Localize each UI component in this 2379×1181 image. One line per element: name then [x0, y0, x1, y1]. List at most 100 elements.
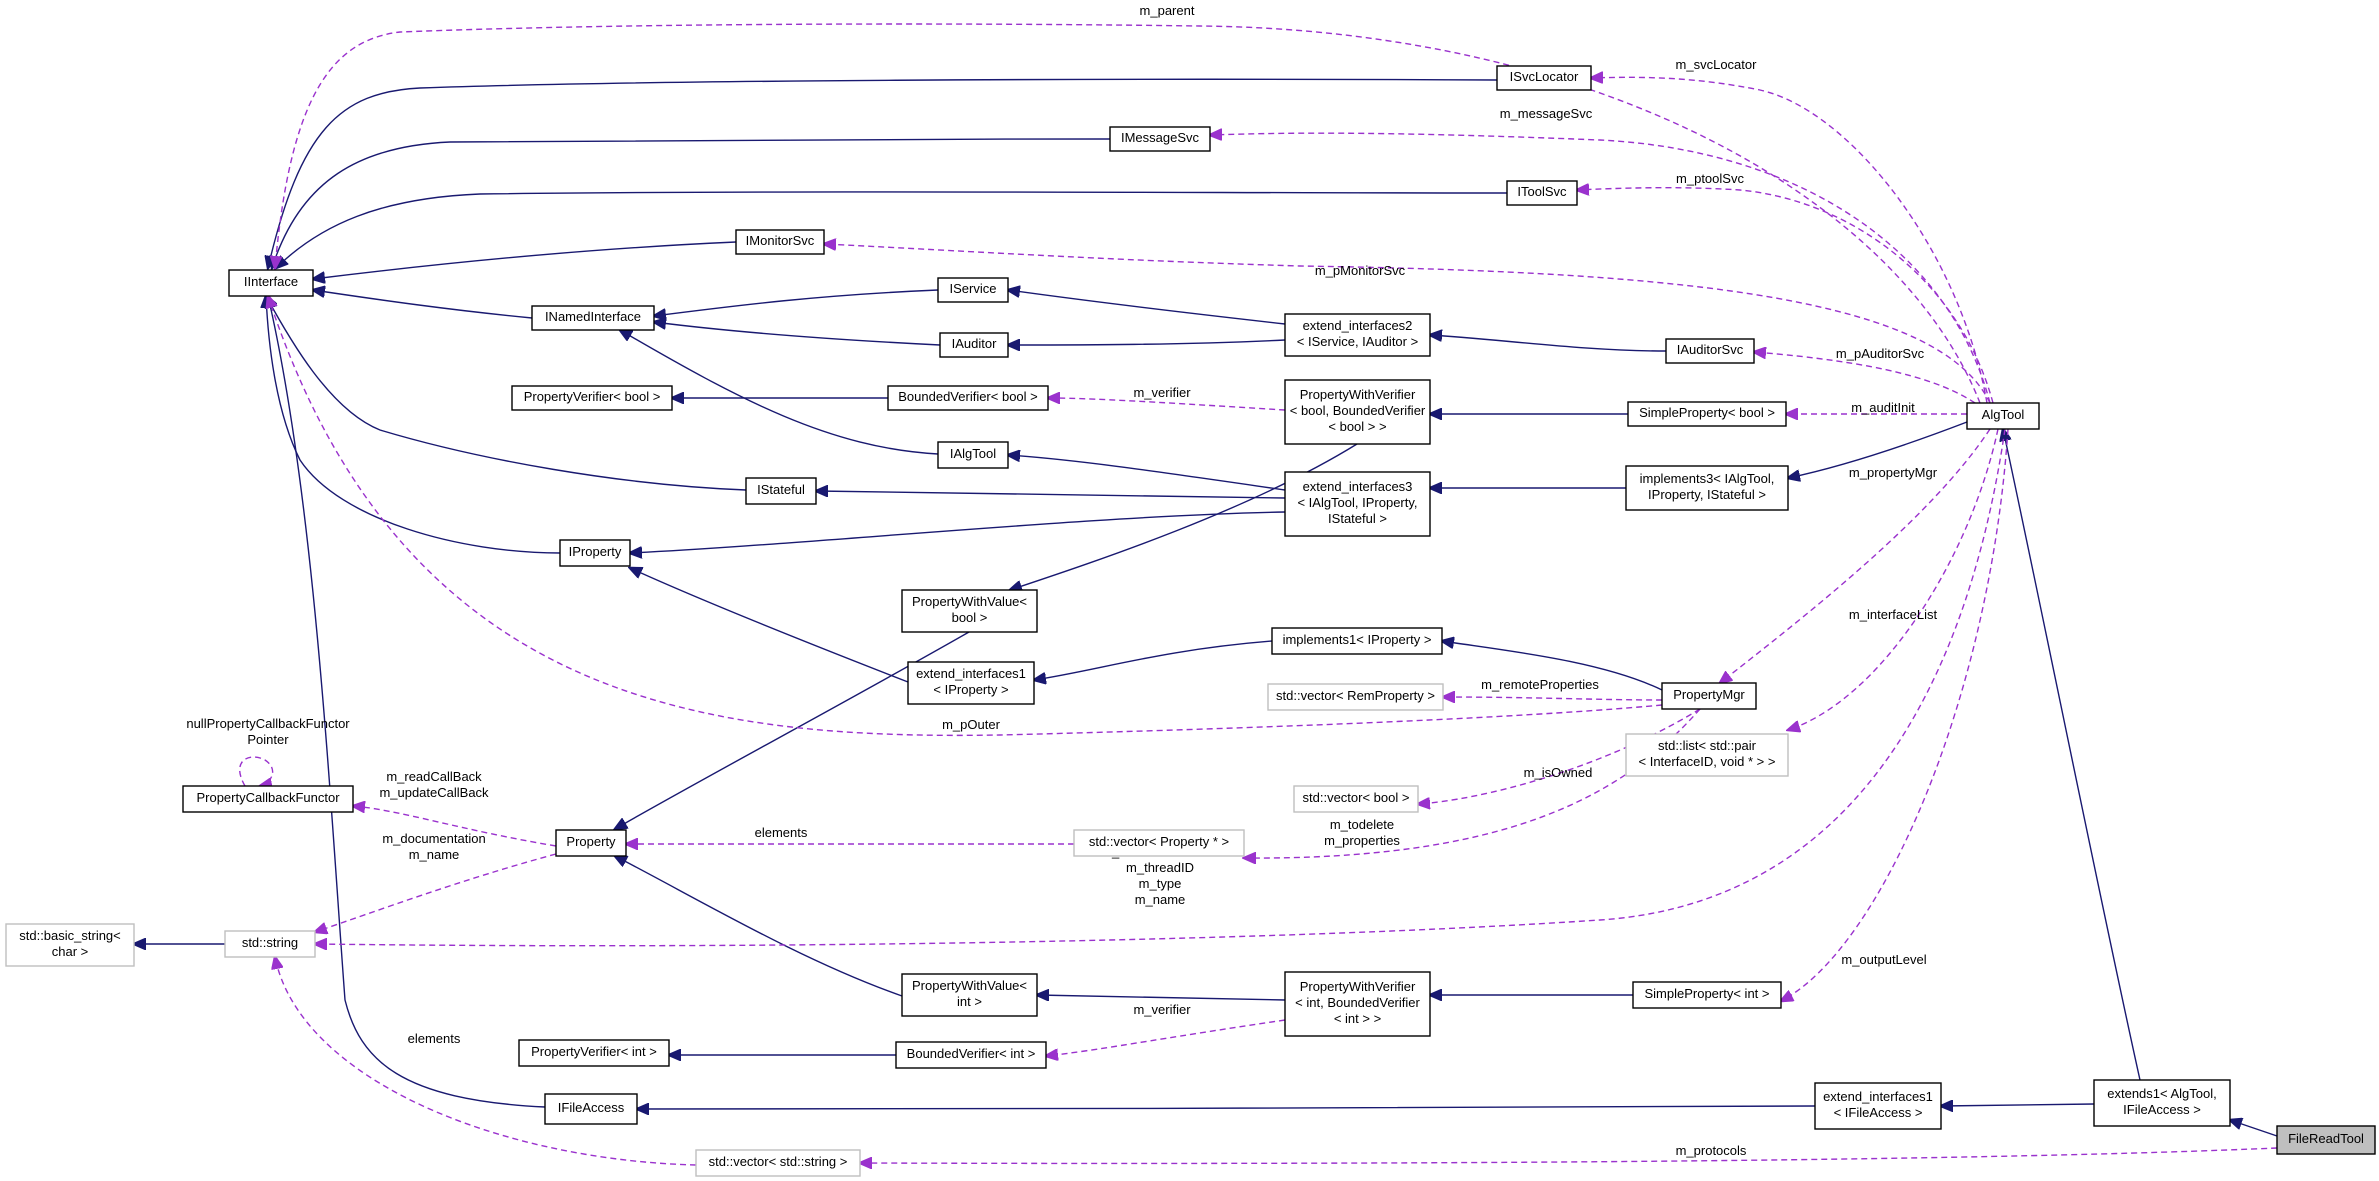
inheritance-arrow	[1430, 335, 1667, 352]
inheritance-arrow	[268, 296, 546, 1108]
class-node-algtool[interactable]: AlgTool	[1966, 402, 2040, 430]
edge-label-m-pouter: m_pOuter	[942, 717, 1000, 732]
class-node-label: SimpleProperty< int >	[1644, 986, 1769, 1001]
class-node-extend-interfaces2[interactable]: extend_interfaces2< IService, IAuditor >	[1284, 313, 1431, 357]
class-node-label: IMonitorSvc	[746, 233, 815, 248]
class-node-vectorremproperty: std::vector< RemProperty >	[1267, 683, 1444, 711]
inheritance-arrow	[313, 241, 737, 279]
inheritance-arrow	[637, 1106, 1816, 1109]
class-node-extend-interfaces3[interactable]: extend_interfaces3< IAlgTool, IProperty,…	[1284, 471, 1431, 537]
class-node-label: BoundedVerifier< int >	[907, 1046, 1036, 1061]
class-node-label: IAlgTool	[950, 446, 996, 461]
class-node-label: extend_interfaces1< IFileAccess >	[1823, 1089, 1933, 1120]
usage-arrow	[268, 296, 1663, 737]
usage-arrow	[824, 244, 1991, 404]
class-node-implements1[interactable]: implements1< IProperty >	[1271, 627, 1443, 655]
inheritance-arrow	[266, 296, 747, 491]
inheritance-arrow	[1008, 455, 1286, 491]
class-node-label: implements1< IProperty >	[1283, 632, 1432, 647]
class-node-boundedverifierbool[interactable]: BoundedVerifier< bool >	[887, 385, 1049, 411]
class-node-filereadtool[interactable]: FileReadTool	[2276, 1125, 2376, 1155]
class-node-propertymgr[interactable]: PropertyMgr	[1661, 682, 1757, 710]
inheritance-arrow	[1008, 290, 1286, 325]
class-node-label: FileReadTool	[2288, 1131, 2364, 1146]
class-node-extends1[interactable]: extends1< AlgTool,IFileAccess >	[2093, 1079, 2231, 1127]
class-node-property[interactable]: Property	[555, 829, 627, 857]
class-node-simplepropertybool[interactable]: SimpleProperty< bool >	[1627, 401, 1787, 427]
class-node-propertywithvaluebool[interactable]: PropertyWithValue<bool >	[901, 589, 1038, 633]
usage-arrow	[275, 23, 1981, 404]
class-node-label: SimpleProperty< bool >	[1639, 405, 1775, 420]
inheritance-arrow	[1034, 640, 1273, 680]
inheritance-arrow	[1941, 1104, 2095, 1106]
inheritance-arrow	[1037, 995, 1286, 1000]
inheritance-arrow	[2003, 429, 2141, 1081]
usage-arrow	[315, 428, 2006, 946]
usage-arrow	[1046, 1019, 1286, 1056]
edge-label-m-remoteproperties: m_remoteProperties	[1481, 677, 1599, 692]
class-node-propertywithverifierbool[interactable]: PropertyWithVerifier< bool, BoundedVerif…	[1284, 379, 1431, 445]
class-node-label: BoundedVerifier< bool >	[898, 389, 1038, 404]
usage-arrow	[275, 957, 697, 1166]
usage-arrow	[353, 806, 557, 847]
class-node-label: extend_interfaces3< IAlgTool, IProperty,…	[1297, 479, 1417, 526]
class-node-iservice[interactable]: IService	[937, 277, 1009, 303]
class-node-label: PropertyMgr	[1673, 687, 1745, 702]
edge-label-m-verifier-int: m_verifier	[1133, 1002, 1191, 1017]
class-node-label: ISvcLocator	[1510, 69, 1579, 84]
edge-label-elements-string: elements	[408, 1031, 461, 1046]
edge-label-m-propertymgr: m_propertyMgr	[1849, 465, 1938, 480]
class-node-ifileaccess[interactable]: IFileAccess	[544, 1093, 638, 1125]
class-node-label: Property	[566, 834, 616, 849]
class-node-imonitorsvc[interactable]: IMonitorSvc	[735, 229, 825, 255]
class-node-implements3[interactable]: implements3< IAlgTool,IProperty, IStatef…	[1625, 465, 1789, 511]
edge-label-m-svclocator: m_svcLocator	[1676, 57, 1758, 72]
class-node-iinterface[interactable]: IInterface	[228, 269, 314, 297]
class-node-label: PropertyCallbackFunctor	[196, 790, 340, 805]
class-node-label: INamedInterface	[545, 309, 641, 324]
edge-label-m-auditinit: m_auditInit	[1851, 400, 1915, 415]
class-node-label: PropertyWithValue<bool >	[912, 594, 1027, 625]
inheritance-arrow	[615, 856, 903, 997]
class-node-label: IMessageSvc	[1121, 130, 1200, 145]
class-node-istateful[interactable]: IStateful	[745, 477, 817, 505]
class-node-imessagesvc[interactable]: IMessageSvc	[1109, 126, 1211, 152]
usage-arrow	[1048, 398, 1286, 411]
class-node-iauditor[interactable]: IAuditor	[939, 332, 1009, 358]
usage-arrow	[1418, 708, 1701, 804]
inheritance-arrow	[1008, 340, 1286, 345]
class-node-propertywithverifierint[interactable]: PropertyWithVerifier< int, BoundedVerifi…	[1284, 971, 1431, 1037]
class-node-propertywithvalueint[interactable]: PropertyWithValue<int >	[901, 973, 1038, 1017]
class-node-label: PropertyWithVerifier< bool, BoundedVerif…	[1290, 387, 1426, 434]
edge-label-m-ptoolsvc: m_ptoolSvc	[1676, 171, 1744, 186]
class-node-stdstring: std::string	[224, 930, 316, 958]
edge-label-m-outputlevel: m_outputLevel	[1841, 952, 1926, 967]
inheritance-arrow	[816, 491, 1286, 499]
class-node-isvclocator[interactable]: ISvcLocator	[1496, 65, 1592, 91]
class-node-inamedinterface[interactable]: INamedInterface	[531, 305, 655, 331]
class-node-propertyverifierint[interactable]: PropertyVerifier< int >	[518, 1039, 670, 1067]
class-node-ialgtool[interactable]: IAlgTool	[937, 441, 1009, 469]
class-node-extend-interfaces1-iproperty[interactable]: extend_interfaces1< IProperty >	[907, 661, 1035, 705]
class-node-boundedverifierint[interactable]: BoundedVerifier< int >	[895, 1041, 1047, 1069]
class-node-label: std::vector< RemProperty >	[1276, 688, 1435, 703]
class-node-itoolsvc[interactable]: IToolSvc	[1506, 180, 1578, 206]
class-node-simplepropertyint[interactable]: SimpleProperty< int >	[1632, 981, 1782, 1009]
class-node-vectorstring: std::vector< std::string >	[695, 1149, 861, 1177]
class-node-propertycallbackfunctor[interactable]: PropertyCallbackFunctor	[182, 785, 354, 813]
class-node-propertyverifierbool[interactable]: PropertyVerifier< bool >	[511, 385, 673, 411]
class-node-extend-interfaces1-ifileaccess[interactable]: extend_interfaces1< IFileAccess >	[1814, 1082, 1942, 1130]
inheritance-arrow	[615, 631, 970, 829]
class-node-label: IService	[950, 281, 997, 296]
class-node-iauditorsvc[interactable]: IAuditorSvc	[1665, 338, 1755, 364]
class-node-listpair: std::list< std::pair< InterfaceID, void …	[1625, 733, 1789, 777]
usage-arrow	[1788, 428, 1999, 730]
class-node-vectorpropertyptr: std::vector< Property * >	[1073, 829, 1245, 857]
class-node-iproperty[interactable]: IProperty	[559, 539, 631, 567]
usage-arrow	[1577, 188, 1994, 404]
class-node-label: PropertyVerifier< int >	[531, 1044, 657, 1059]
class-node-label: AlgTool	[1982, 407, 2025, 422]
inheritance-arrow	[654, 322, 941, 346]
